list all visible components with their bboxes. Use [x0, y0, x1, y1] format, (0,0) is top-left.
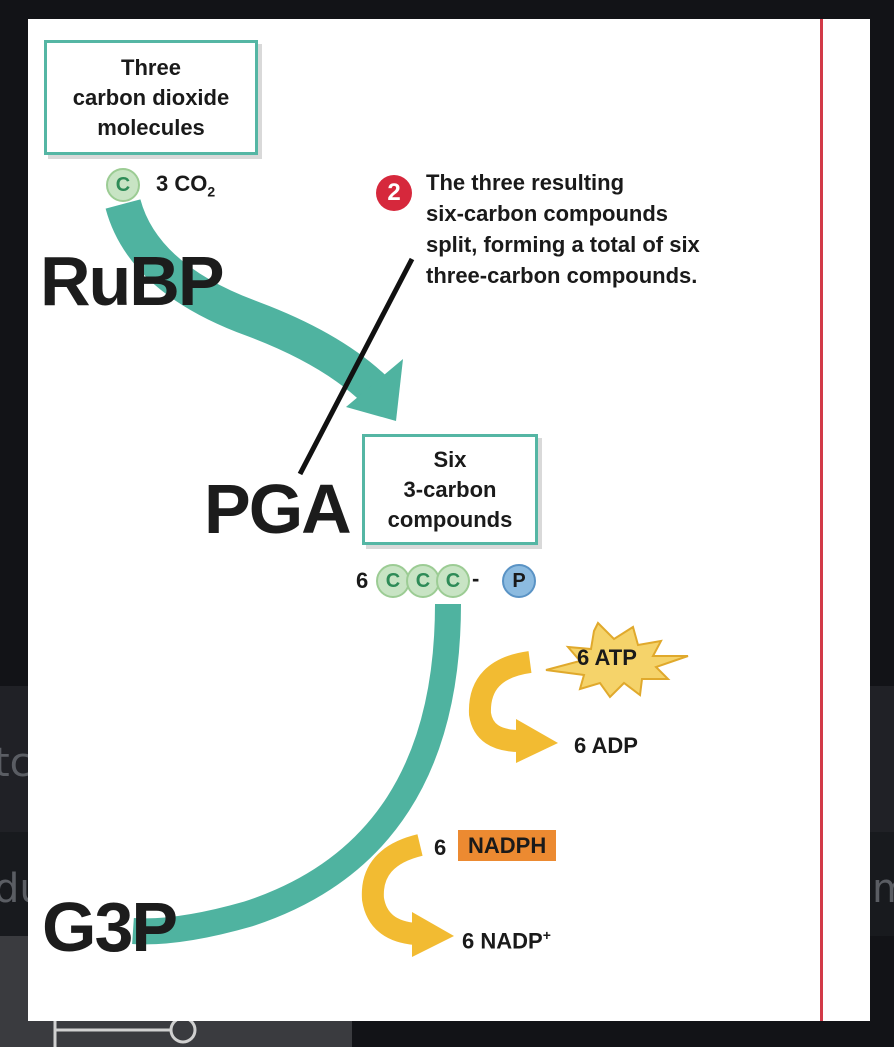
step-text-line: split, forming a total of six	[426, 232, 700, 257]
nadp-label-superscript: +	[542, 927, 551, 943]
molecule-count: 6	[356, 568, 369, 593]
atp-burst	[545, 621, 689, 699]
pga-label: PGA	[204, 470, 352, 548]
adp-label: 6 ADP	[574, 733, 638, 758]
callout-line	[297, 257, 415, 476]
step-number-badge: 2	[376, 175, 412, 211]
co2-box-line: carbon dioxide	[72, 84, 230, 110]
co2-molecules-box: Three carbon dioxide molecules	[44, 40, 258, 155]
nadp-label: 6 NADP+	[462, 927, 551, 954]
nadph-count: 6	[434, 835, 447, 860]
step-text-line: The three resulting	[426, 170, 625, 195]
step-text-line: three-carbon compounds.	[426, 263, 698, 288]
pga-to-g3p-arrow	[132, 603, 461, 945]
co2-label: 3 CO2	[156, 171, 215, 199]
pga-box-line: Six	[433, 446, 467, 472]
rubp-label: RuBP	[40, 242, 225, 320]
atp-adp-arrow	[468, 651, 532, 752]
co2-label-text: 3 CO	[156, 171, 208, 196]
calvin-cycle-figure: Three carbon dioxide molecules C 3 CO2 R…	[28, 19, 870, 1021]
pga-box-line: 3-carbon	[403, 476, 497, 502]
carbon-circle: C	[436, 564, 470, 598]
arrows-layer	[105, 198, 689, 957]
co2-label-subscript: 2	[207, 183, 216, 200]
pga-box-line: compounds	[387, 506, 513, 532]
three-carbon-compounds-box: Six 3-carbon compounds	[362, 434, 538, 545]
g3p-label: G3P	[42, 888, 178, 966]
carbon-circle: C	[406, 564, 440, 598]
co2-box-line: Three	[121, 54, 181, 80]
molecule-bond: -	[472, 566, 480, 591]
co2-to-pga-arrow	[105, 198, 389, 405]
phosphate-circle: P	[502, 564, 536, 598]
co2-to-pga-arrowhead	[346, 359, 403, 421]
co2-box-line: molecules	[97, 114, 205, 140]
atp-label: 6 ATP	[577, 645, 637, 670]
nadph-nadp-arrowhead	[412, 912, 454, 957]
nadph-label: NADPH	[458, 830, 557, 861]
red-divider-line	[820, 19, 823, 1021]
co2-carbon-circle: C	[106, 168, 140, 202]
background-text-fragment: tc	[0, 740, 32, 786]
carbon-circle: C	[376, 564, 410, 598]
nadp-label-text: 6 NADP	[462, 928, 543, 954]
atp-adp-arrowhead	[516, 719, 558, 763]
step-description: The three resulting six-carbon compounds…	[426, 167, 700, 291]
nadph-nadp-arrow	[361, 834, 423, 945]
step-text-line: six-carbon compounds	[426, 201, 669, 226]
background-text-fragment: m	[872, 866, 894, 912]
